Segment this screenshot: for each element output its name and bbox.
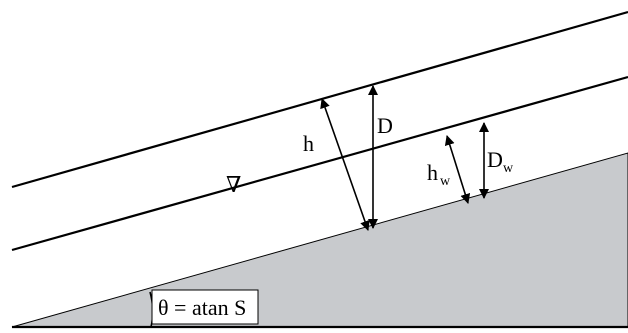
svg-text:h: h <box>427 160 438 185</box>
h-label: h <box>303 131 314 156</box>
hw-label: h w <box>427 160 451 189</box>
svg-text:D: D <box>487 147 503 172</box>
svg-text:w: w <box>440 174 451 189</box>
water-table-line <box>11 75 628 252</box>
ground-surface-line <box>11 10 628 189</box>
angle-label: θ = atan S <box>158 295 246 320</box>
hw-arrow <box>444 135 471 204</box>
D-label: D <box>377 113 393 138</box>
bedrock-slope <box>11 152 628 328</box>
water-table-symbol: ∇ <box>226 172 241 197</box>
Dw-label: D w <box>487 147 514 176</box>
angle-label-box <box>151 289 259 325</box>
h-arrow <box>320 98 370 231</box>
svg-text:w: w <box>503 161 514 176</box>
